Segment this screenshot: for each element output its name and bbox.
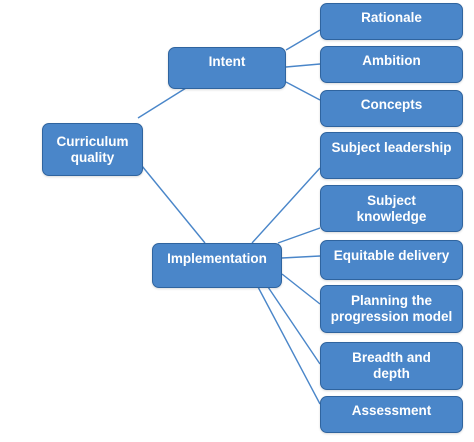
leaf-node-planning-progression: Planning the progression model bbox=[320, 285, 463, 333]
link-impl-subject-knowledge bbox=[277, 227, 321, 244]
link-impl-breadth bbox=[267, 286, 321, 365]
leaf-node-concepts: Concepts bbox=[320, 90, 463, 127]
link-impl-equitable-delivery bbox=[281, 255, 321, 259]
link-root-intent bbox=[137, 87, 187, 119]
leaf-planning-label: Planning the progression model bbox=[330, 293, 453, 324]
leaf-subject-leadership-label: Subject leadership bbox=[331, 140, 452, 155]
leaf-node-rationale: Rationale bbox=[320, 3, 463, 40]
root-node-label: Curriculum quality bbox=[56, 133, 129, 165]
link-root-implementation bbox=[141, 165, 206, 244]
link-impl-assessment bbox=[257, 286, 321, 405]
leaf-ambition-label: Ambition bbox=[362, 53, 421, 68]
leaf-concepts-label: Concepts bbox=[360, 97, 423, 112]
leaf-node-ambition: Ambition bbox=[320, 46, 463, 83]
root-node-curriculum-quality: Curriculum quality bbox=[42, 123, 143, 176]
leaf-breadth-depth-label: Breadth and depth bbox=[352, 350, 431, 381]
leaf-node-subject-leadership: Subject leadership bbox=[320, 132, 463, 179]
branch-node-intent: Intent bbox=[168, 47, 286, 89]
branch-intent-label: Intent bbox=[208, 54, 246, 69]
link-impl-subject-leadership bbox=[251, 167, 321, 244]
leaf-node-subject-knowledge: Subject knowledge bbox=[320, 185, 463, 232]
leaf-rationale-label: Rationale bbox=[361, 10, 422, 25]
link-intent-concepts bbox=[285, 81, 321, 101]
leaf-equitable-delivery-label: Equitable delivery bbox=[333, 248, 450, 263]
leaf-subject-knowledge-label: Subject knowledge bbox=[356, 192, 427, 224]
leaf-node-breadth-depth: Breadth and depth bbox=[320, 342, 463, 390]
link-intent-rationale bbox=[285, 29, 321, 51]
leaf-node-equitable-delivery: Equitable delivery bbox=[320, 240, 463, 280]
leaf-node-assessment: Assessment bbox=[320, 396, 463, 433]
branch-implementation-label: Implementation bbox=[167, 251, 267, 266]
link-intent-ambition bbox=[285, 63, 321, 68]
leaf-assessment-label: Assessment bbox=[351, 403, 432, 418]
link-impl-planning bbox=[281, 273, 321, 305]
branch-node-implementation: Implementation bbox=[152, 243, 282, 288]
